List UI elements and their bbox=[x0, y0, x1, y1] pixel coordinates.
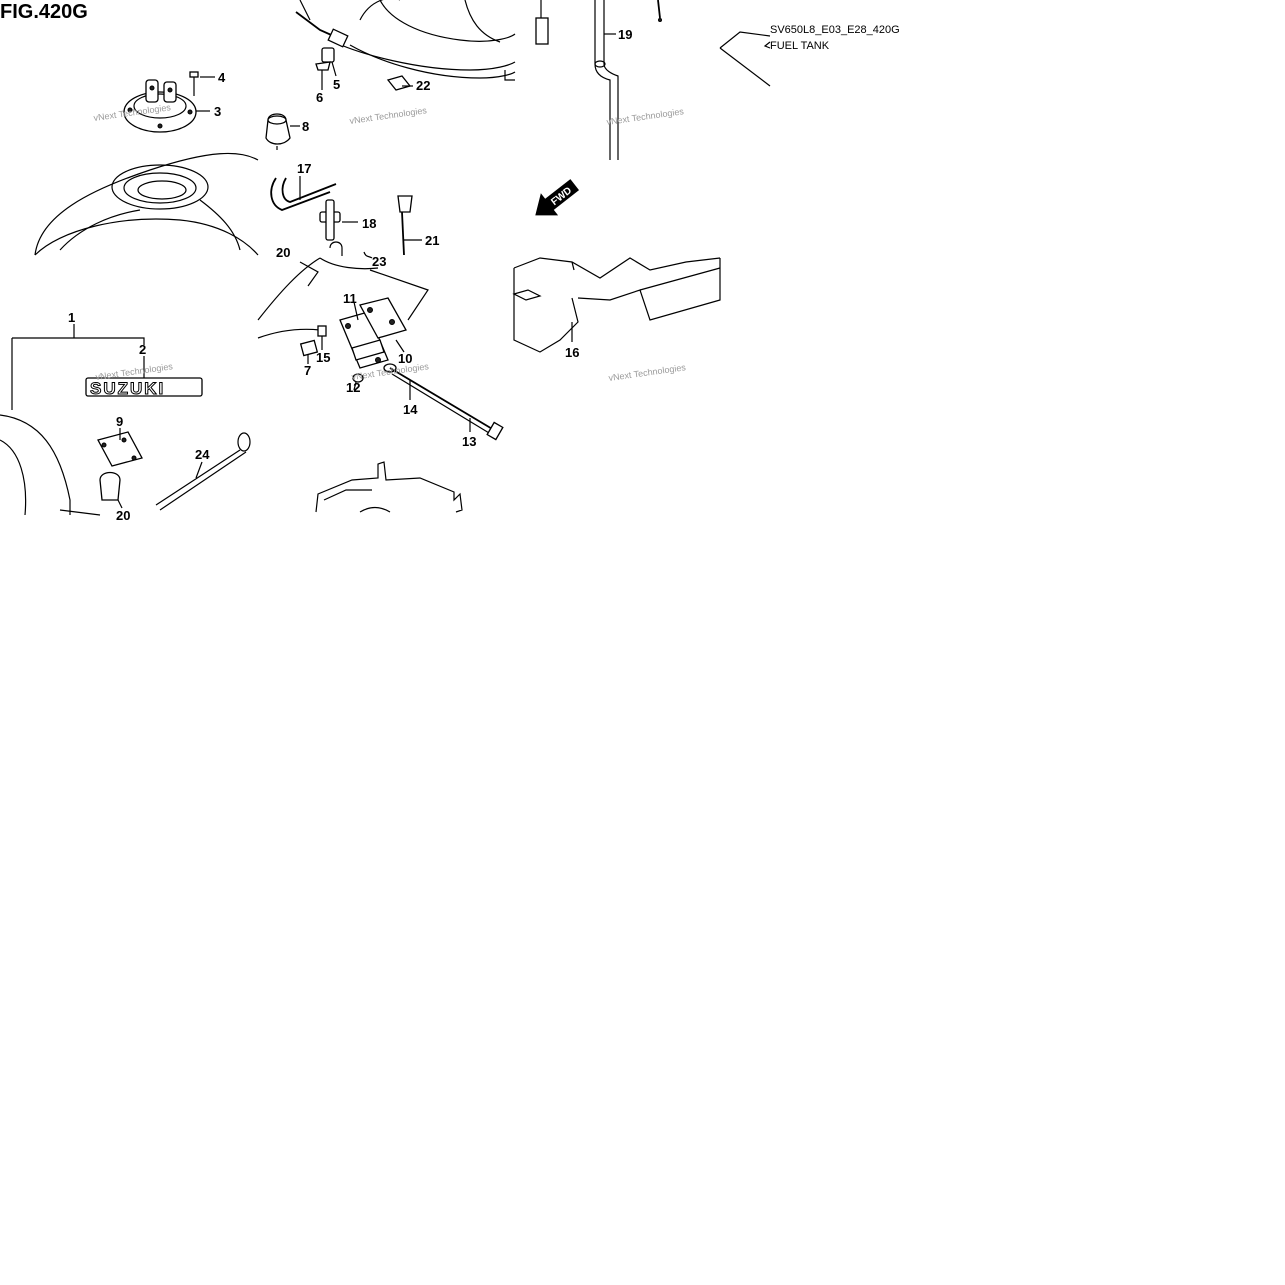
callout-21: 21 bbox=[425, 233, 439, 248]
fwd-arrow-icon: FWD bbox=[535, 179, 580, 216]
heat-shield-panel bbox=[512, 257, 721, 353]
callout-18: 18 bbox=[362, 216, 376, 231]
figure-name: FUEL TANK bbox=[770, 40, 830, 52]
callout-9: 9 bbox=[116, 414, 123, 429]
callout-20: 20 bbox=[276, 245, 290, 260]
callout-8: 8 bbox=[302, 119, 309, 134]
tank-emblem-panel: SUZUKI bbox=[0, 324, 251, 516]
figure-title: FIG.420G bbox=[0, 1, 88, 23]
callout-6: 6 bbox=[316, 90, 323, 105]
callout-24: 24 bbox=[195, 447, 210, 462]
fuel-tank-cap-panel bbox=[34, 71, 259, 256]
callout-23: 23 bbox=[372, 254, 386, 269]
callout-10: 10 bbox=[398, 351, 412, 366]
callout-2: 2 bbox=[139, 342, 146, 357]
callout-11: 11 bbox=[343, 291, 357, 306]
callout-20-lower: 20 bbox=[116, 508, 130, 523]
watermark: vNext Technologies bbox=[608, 362, 687, 383]
callout-22: 22 bbox=[416, 78, 430, 93]
callout-15: 15 bbox=[316, 350, 330, 365]
callout-7: 7 bbox=[304, 363, 311, 378]
drain-hose-panel bbox=[535, 0, 771, 160]
callout-3: 3 bbox=[214, 104, 221, 119]
callout-19: 19 bbox=[618, 27, 632, 42]
figure-code: SV650L8_E03_E28_420G bbox=[770, 24, 900, 36]
watermarks: vNext Technologies vNext Technologies vN… bbox=[93, 102, 687, 383]
callout-13: 13 bbox=[462, 434, 476, 449]
callout-1: 1 bbox=[68, 310, 75, 325]
callout-14: 14 bbox=[403, 402, 418, 417]
watermark: vNext Technologies bbox=[349, 105, 428, 126]
suzuki-emblem: SUZUKI bbox=[90, 379, 165, 398]
callout-4: 4 bbox=[218, 70, 226, 85]
callout-17: 17 bbox=[297, 161, 311, 176]
tank-hinge-panel bbox=[257, 257, 504, 513]
callout-12: 12 bbox=[346, 380, 360, 395]
callout-16: 16 bbox=[565, 345, 579, 360]
callout-5: 5 bbox=[333, 77, 340, 92]
tank-underside-panel bbox=[265, 0, 516, 259]
